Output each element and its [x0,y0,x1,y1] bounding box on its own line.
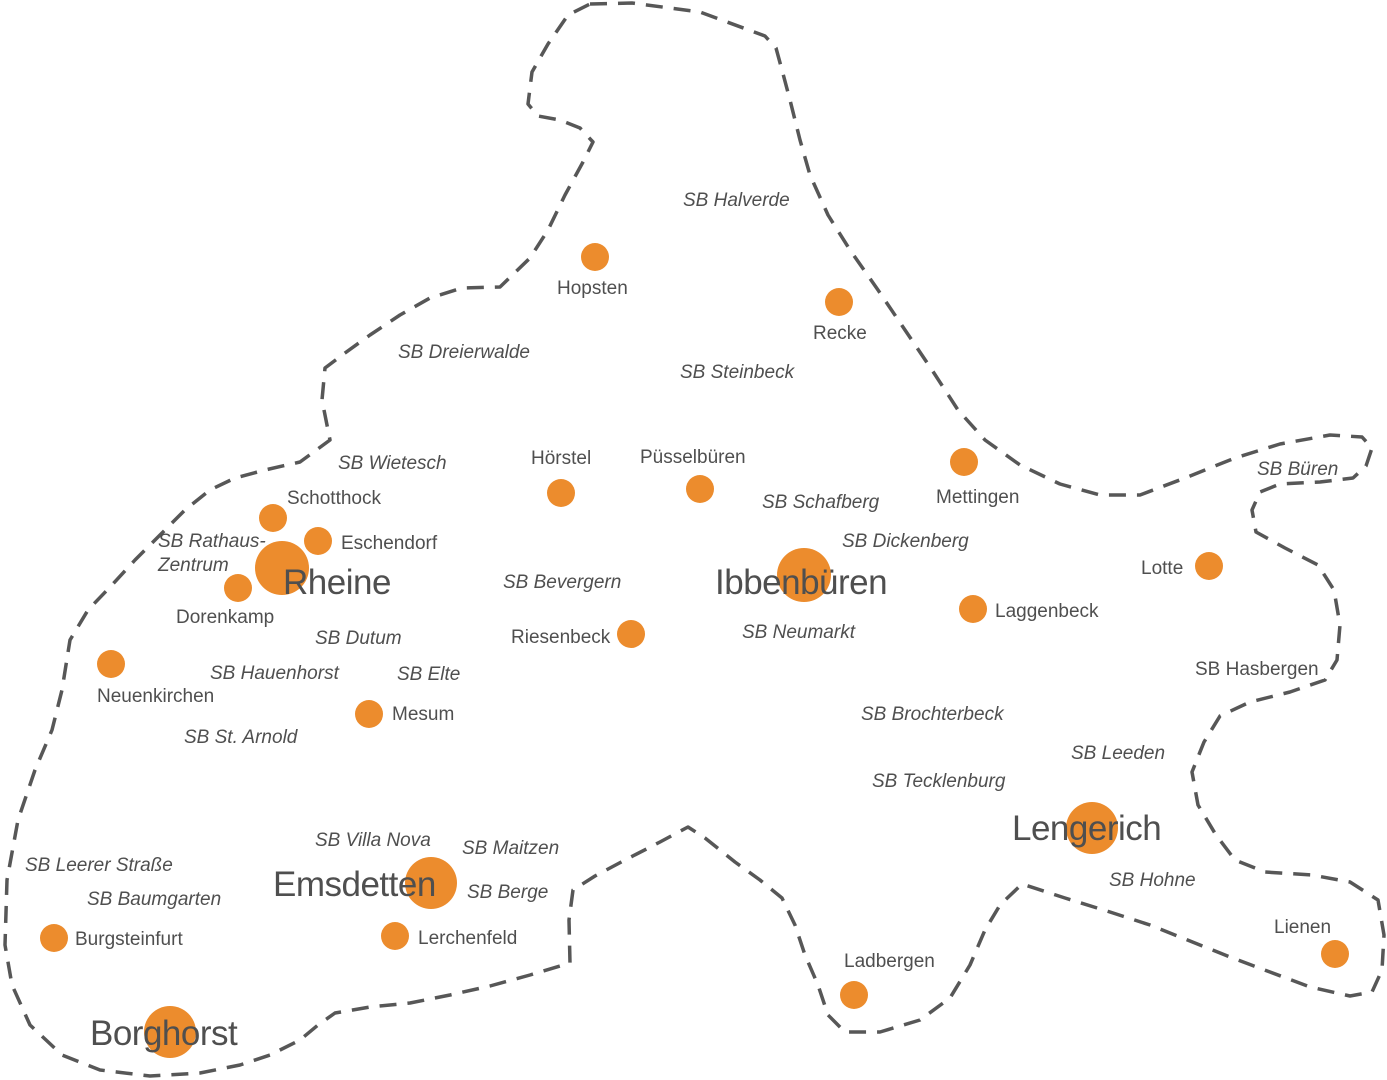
sb-tecklenburg-label: SB Tecklenburg [872,771,1006,792]
recke-marker [825,288,853,316]
hopsten-label: Hopsten [557,278,628,299]
riesenbeck-label: Riesenbeck [511,627,611,648]
burgsteinfurt-marker [40,924,68,952]
lerchenfeld-marker [381,922,409,950]
lienen-label: Lienen [1274,917,1331,938]
ladbergen-marker [840,981,868,1009]
eschendorf-label: Eschendorf [341,533,438,554]
mettingen-label: Mettingen [936,487,1019,508]
puesselbueren-label: Püsselbüren [640,447,746,468]
dorenkamp-marker [224,574,252,602]
service-area-boundary [3,1,1386,1078]
emsdetten-label: Emsdetten [273,865,436,904]
sb-villa-nova-label: SB Villa Nova [315,830,431,851]
sb-schafberg-label: SB Schafberg [762,492,880,513]
ibbenbueren-marker [777,548,831,602]
eschendorf-marker [304,527,332,555]
lengerich-marker [1066,802,1118,854]
sb-bevergern-label: SB Bevergern [503,572,621,593]
sb-dickenberg-label: SB Dickenberg [842,531,969,552]
sb-hohne-label: SB Hohne [1109,870,1196,891]
sb-bueren-label: SB Büren [1257,459,1338,480]
hoerstel-label: Hörstel [531,448,591,469]
sb-rathaus-zentrum-label-line2: Zentrum [157,555,229,576]
lerchenfeld-label: Lerchenfeld [418,928,517,949]
lotte-marker [1195,552,1223,580]
rheine-marker [255,541,309,595]
puesselbueren-marker [686,475,714,503]
mettingen-marker [950,448,978,476]
sb-hauenhorst-label: SB Hauenhorst [210,663,340,684]
sb-baumgarten-label: SB Baumgarten [87,889,221,910]
mesum-label: Mesum [392,704,454,725]
riesenbeck-marker [617,620,645,648]
hoerstel-marker [547,479,575,507]
dorenkamp-label: Dorenkamp [176,607,274,628]
ibbenbueren-label: Ibbenbüren [715,563,887,602]
sb-leerer-strasse-label: SB Leerer Straße [25,855,173,876]
sb-hasbergen-label: SB Hasbergen [1195,659,1319,680]
emsdetten-marker [405,857,457,909]
sb-leeden-label: SB Leeden [1071,743,1165,764]
ladbergen-label: Ladbergen [844,951,935,972]
sb-halverde-label: SB Halverde [683,190,790,211]
laggenbeck-marker [959,595,987,623]
lengerich-label: Lengerich [1012,809,1161,848]
sb-elte-label: SB Elte [397,664,460,685]
burgsteinfurt-label: Burgsteinfurt [75,929,183,950]
sb-dutum-label: SB Dutum [315,628,402,649]
sb-brochterbeck-label: SB Brochterbeck [861,704,1005,725]
mesum-marker [355,700,383,728]
schotthock-label: Schotthock [287,488,381,509]
lotte-label: Lotte [1141,558,1183,579]
laggenbeck-label: Laggenbeck [995,601,1099,622]
sb-rathaus-zentrum-label-line1: SB Rathaus- [158,531,266,552]
sb-st-arnold-label: SB St. Arnold [184,727,299,748]
recke-label: Recke [813,323,867,344]
borghorst-marker [144,1006,196,1058]
lienen-marker [1321,940,1349,968]
sb-wietesch-label: SB Wietesch [338,453,447,474]
hopsten-marker [581,243,609,271]
sb-maitzen-label: SB Maitzen [462,838,559,859]
borghorst-label: Borghorst [90,1014,238,1053]
schotthock-marker [259,504,287,532]
neuenkirchen-label: Neuenkirchen [97,686,214,707]
sb-berge-label: SB Berge [467,882,548,903]
neuenkirchen-marker [97,650,125,678]
sb-steinbeck-label: SB Steinbeck [680,362,796,383]
rheine-label: Rheine [283,563,391,602]
sb-neumarkt-label: SB Neumarkt [742,622,856,643]
sb-dreierwalde-label: SB Dreierwalde [398,342,530,363]
